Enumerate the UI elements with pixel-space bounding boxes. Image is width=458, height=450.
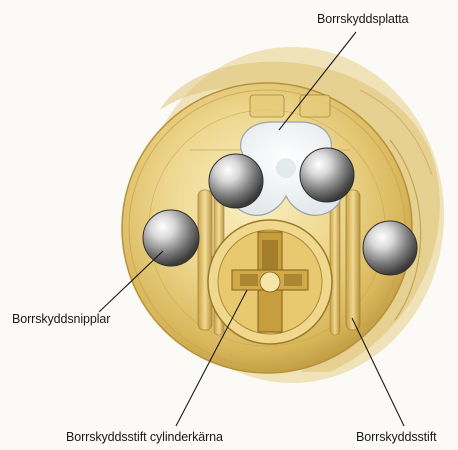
steel-ball-left: [143, 210, 199, 266]
steel-ball-upper-right: [300, 148, 354, 202]
label-borrskyddsnipplar: Borrskyddsnipplar: [12, 312, 110, 326]
label-borrskyddsstift: Borrskyddsstift: [356, 430, 436, 444]
steel-ball-upper-left: [209, 154, 263, 208]
steel-ball-right: [363, 221, 417, 275]
label-borrskyddsstift-cylinderkarna: Borrskyddsstift cylinderkärna: [66, 430, 223, 444]
cylinder-core: [208, 220, 332, 344]
label-borrskyddsplatta: Borrskyddsplatta: [317, 12, 409, 26]
